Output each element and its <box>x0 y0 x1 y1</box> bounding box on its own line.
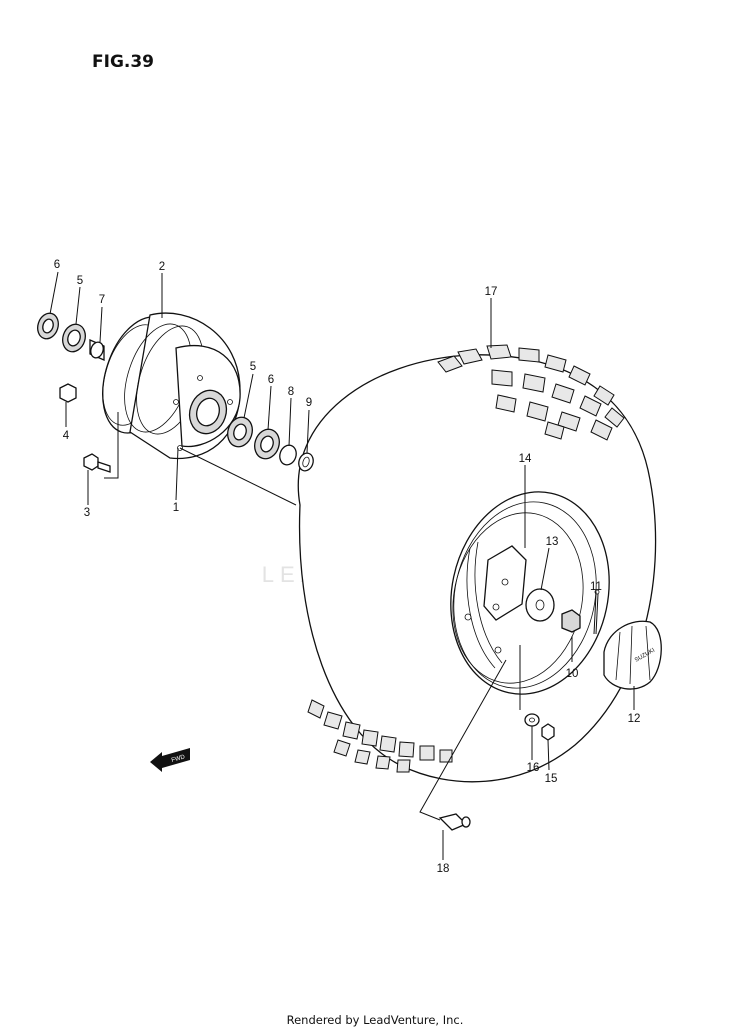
axle-hardware <box>525 588 600 635</box>
inner-bearing-set <box>37 312 105 361</box>
fwd-arrow-icon: FWD <box>150 748 190 772</box>
callout-8: 8 <box>288 386 294 398</box>
callout-4: 4 <box>63 430 70 442</box>
callout-18: 18 <box>437 863 450 875</box>
callout-3: 3 <box>84 507 90 519</box>
leader-lines <box>49 271 635 860</box>
footer-credit: Rendered by LeadVenture, Inc. <box>287 1013 464 1027</box>
callout-1: 1 <box>173 502 179 514</box>
hub-bolts <box>59 383 119 479</box>
hub-assembly <box>102 312 297 506</box>
callout-16: 16 <box>527 762 540 774</box>
callout-6a: 6 <box>54 259 60 271</box>
callout-13: 13 <box>546 536 559 548</box>
callout-15: 15 <box>545 773 558 785</box>
tire-tread-bottom <box>307 699 453 773</box>
callout-5b: 5 <box>250 361 256 373</box>
callout-10: 10 <box>566 668 579 680</box>
outer-bearing-set <box>227 416 314 472</box>
callouts: 1 2 3 4 5 5 6 6 7 8 9 10 11 12 13 14 15 … <box>54 259 641 875</box>
callout-6b: 6 <box>268 374 274 386</box>
valve-stem <box>419 659 507 831</box>
callout-9: 9 <box>306 397 312 409</box>
fwd-arrow-label: FWD <box>171 754 186 764</box>
tire-tread-top <box>437 344 625 441</box>
callout-11: 11 <box>590 581 602 593</box>
callout-5a: 5 <box>77 275 83 287</box>
callout-14: 14 <box>519 453 532 465</box>
callout-7: 7 <box>99 294 105 306</box>
hubcap: SUZUKI <box>603 620 662 690</box>
figure-title: FIG.39 <box>92 52 154 72</box>
lug-hardware <box>519 645 555 741</box>
callout-17: 17 <box>485 286 498 298</box>
callout-2: 2 <box>159 261 165 273</box>
callout-12: 12 <box>628 713 641 725</box>
